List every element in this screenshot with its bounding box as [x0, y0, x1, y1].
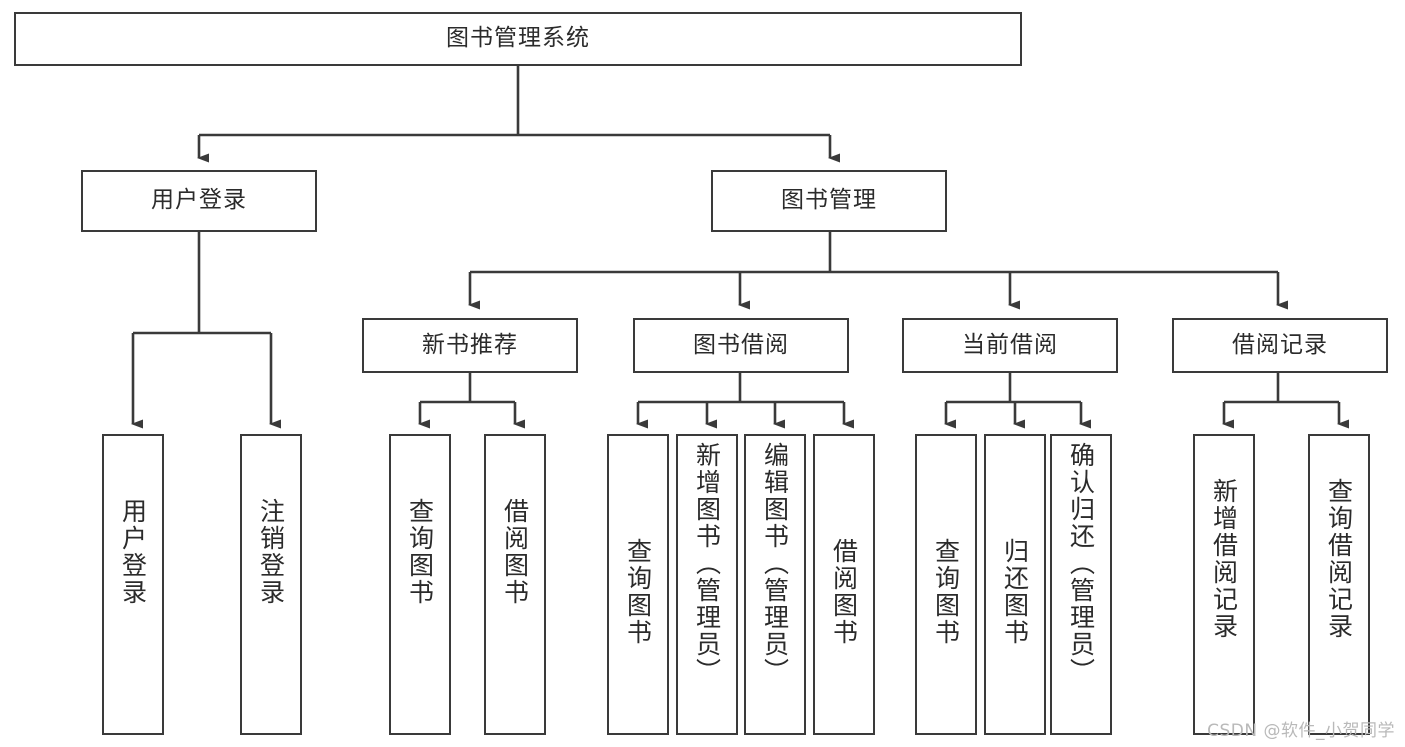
node-user-login-label: 用户登录	[151, 187, 247, 214]
leaf-user-login-logout-label: 注销登录	[256, 498, 286, 606]
node-user-login[interactable]: 用户登录	[81, 170, 317, 232]
leaf-new-book-query-label: 查询图书	[405, 498, 435, 606]
node-book-management[interactable]: 图书管理	[711, 170, 947, 232]
leaf-new-book-borrow-label: 借阅图书	[500, 498, 530, 606]
node-book-borrow[interactable]: 图书借阅	[633, 318, 849, 373]
leaf-borrow-record-query-label: 查询借阅记录	[1324, 478, 1354, 640]
leaf-user-login-logout[interactable]: 注销登录	[240, 434, 302, 735]
leaf-current-borrow-query-label: 查询图书	[931, 538, 961, 646]
leaf-current-borrow-confirm-return-label: 确认归还（管理员）	[1066, 442, 1096, 685]
leaf-book-borrow-borrow[interactable]: 借阅图书	[813, 434, 875, 735]
node-root-label: 图书管理系统	[446, 25, 590, 52]
node-book-borrow-label: 图书借阅	[693, 331, 789, 358]
leaf-book-borrow-query[interactable]: 查询图书	[607, 434, 669, 735]
leaf-book-borrow-add-label: 新增图书（管理员）	[692, 442, 722, 685]
node-current-borrow[interactable]: 当前借阅	[902, 318, 1118, 373]
leaf-book-borrow-edit-label: 编辑图书（管理员）	[760, 442, 790, 685]
leaf-borrow-record-add[interactable]: 新增借阅记录	[1193, 434, 1255, 735]
leaf-user-login-login-label: 用户登录	[118, 498, 148, 606]
node-book-management-label: 图书管理	[781, 187, 877, 214]
node-borrow-record-label: 借阅记录	[1232, 331, 1328, 358]
leaf-new-book-query[interactable]: 查询图书	[389, 434, 451, 735]
leaf-current-borrow-confirm-return[interactable]: 确认归还（管理员）	[1050, 434, 1112, 735]
leaf-borrow-record-add-label: 新增借阅记录	[1209, 478, 1239, 640]
leaf-book-borrow-add[interactable]: 新增图书（管理员）	[676, 434, 738, 735]
leaf-user-login-login[interactable]: 用户登录	[102, 434, 164, 735]
leaf-current-borrow-return-label: 归还图书	[1000, 538, 1030, 646]
leaf-current-borrow-return[interactable]: 归还图书	[984, 434, 1046, 735]
node-current-borrow-label: 当前借阅	[962, 331, 1058, 358]
csdn-watermark: CSDN @软件_小贺同学	[1207, 721, 1395, 741]
node-root-book-management-system[interactable]: 图书管理系统	[14, 12, 1022, 66]
leaf-book-borrow-borrow-label: 借阅图书	[829, 538, 859, 646]
leaf-new-book-borrow[interactable]: 借阅图书	[484, 434, 546, 735]
node-new-book-recommend[interactable]: 新书推荐	[362, 318, 578, 373]
leaf-book-borrow-query-label: 查询图书	[623, 538, 653, 646]
leaf-borrow-record-query[interactable]: 查询借阅记录	[1308, 434, 1370, 735]
node-borrow-record[interactable]: 借阅记录	[1172, 318, 1388, 373]
node-new-book-recommend-label: 新书推荐	[422, 331, 518, 358]
leaf-book-borrow-edit[interactable]: 编辑图书（管理员）	[744, 434, 806, 735]
leaf-current-borrow-query[interactable]: 查询图书	[915, 434, 977, 735]
